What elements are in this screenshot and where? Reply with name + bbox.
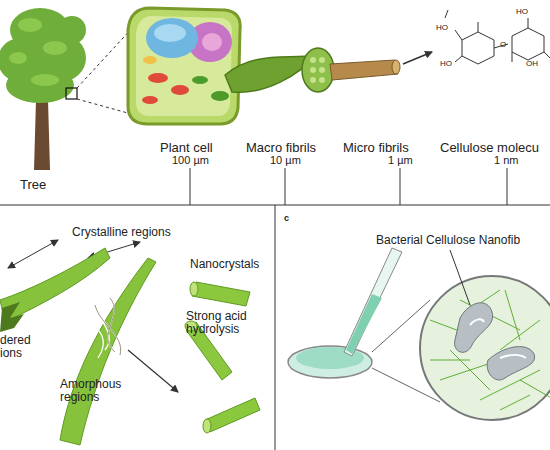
- region-label: Amorphous regions: [60, 378, 130, 404]
- canopy-blob: [18, 18, 42, 32]
- callout-label: Bacterial Cellulose Nanofib: [376, 234, 520, 247]
- chloroplast: [192, 76, 208, 84]
- cell-membrane: [136, 16, 232, 116]
- amorphous-strands: [88, 298, 121, 358]
- atom-label: OH: [526, 60, 538, 69]
- scale-value: 1 µm: [388, 154, 413, 166]
- canopy-blob: [31, 74, 59, 86]
- atom-label: HO: [436, 24, 448, 33]
- mitochondrion: [142, 96, 158, 104]
- object-label: Plant cell: [160, 141, 213, 155]
- cellulose-fibril: [0, 248, 110, 322]
- bacterium-highlight: [470, 319, 526, 358]
- frayed-end: [0, 302, 24, 332]
- fibril-cross-section: [302, 48, 334, 92]
- object-label: Micro fibrils: [343, 141, 409, 155]
- chloroplast: [211, 91, 229, 101]
- atom-label: HO: [440, 60, 452, 69]
- nanocrystal-body: [205, 398, 260, 432]
- cellulose-fibril: [60, 258, 156, 445]
- glucose-ring: [445, 10, 494, 64]
- nanocrystal: [190, 282, 250, 306]
- scale-value: 100 µm: [172, 154, 209, 166]
- micro-fibril-end: [310, 67, 316, 73]
- zoom-line: [77, 25, 135, 88]
- bacterium: [455, 303, 493, 353]
- micro-fibril-end: [310, 57, 316, 63]
- pipette-liquid: [346, 294, 382, 354]
- petri-dish: [288, 346, 372, 378]
- pipette: [344, 248, 402, 356]
- vacuole: [146, 18, 198, 58]
- product-label: Nanocrystals: [190, 258, 259, 271]
- tree-canopy: [0, 8, 86, 103]
- object-label: Tree: [20, 178, 46, 192]
- vacuole-highlight: [154, 24, 186, 42]
- panel-letter: c: [284, 214, 289, 224]
- micro-fibril-end: [310, 77, 316, 83]
- organelle: [143, 56, 157, 64]
- scale-value: 1 nm: [494, 154, 518, 166]
- scale-tick: [507, 168, 508, 205]
- micro-fibril-end: [319, 67, 325, 73]
- zoom-square: [66, 88, 77, 99]
- micro-fibril: [330, 60, 398, 80]
- zoom-line: [77, 99, 135, 115]
- nanocrystal: [203, 398, 260, 433]
- scale-tick: [400, 168, 401, 205]
- panel-divider: [275, 205, 276, 450]
- leader-line: [450, 250, 470, 305]
- scale-tick: [190, 168, 191, 205]
- region-label: Crystalline regions: [72, 226, 171, 239]
- hydrolysis-arrow: [128, 350, 178, 392]
- mitochondrion: [171, 85, 189, 95]
- bond-lines: [455, 18, 528, 62]
- atom-label: O: [500, 41, 506, 50]
- nucleolus: [202, 33, 222, 51]
- object-label: Cellulose molecu: [440, 141, 539, 155]
- region-arrow: [8, 240, 58, 268]
- process-label: Strong acid hydrolysis: [186, 310, 258, 336]
- micro-fibril-end: [319, 57, 325, 63]
- canopy-blob: [43, 41, 67, 55]
- nanofiber-network: [430, 290, 550, 410]
- scale-tick: [285, 168, 286, 205]
- bacterium: [487, 347, 534, 380]
- zoom-arrow: [403, 52, 432, 64]
- scale-value: 10 µm: [270, 154, 301, 166]
- object-label: Macro fibrils: [246, 141, 316, 155]
- mitochondrion: [148, 73, 168, 83]
- plant-cell: [128, 8, 240, 124]
- nanocrystal-end: [190, 282, 198, 296]
- atom-label: HO: [516, 8, 528, 17]
- micro-fibril-end: [392, 60, 400, 74]
- amorphous-strands: [95, 298, 121, 355]
- region-label: dered ions: [0, 334, 34, 360]
- glucose-ring: [494, 28, 544, 60]
- nanocrystal-end: [203, 419, 211, 433]
- fibril-bundle: [310, 57, 325, 83]
- nanocrystal-body: [192, 282, 250, 306]
- canopy-highlight: [9, 18, 67, 86]
- magnified-view: [420, 276, 550, 420]
- canopy-blob: [58, 16, 86, 44]
- canopy-blob: [9, 52, 27, 64]
- canopy-blob: [6, 67, 74, 103]
- micro-fibril-end: [319, 77, 325, 83]
